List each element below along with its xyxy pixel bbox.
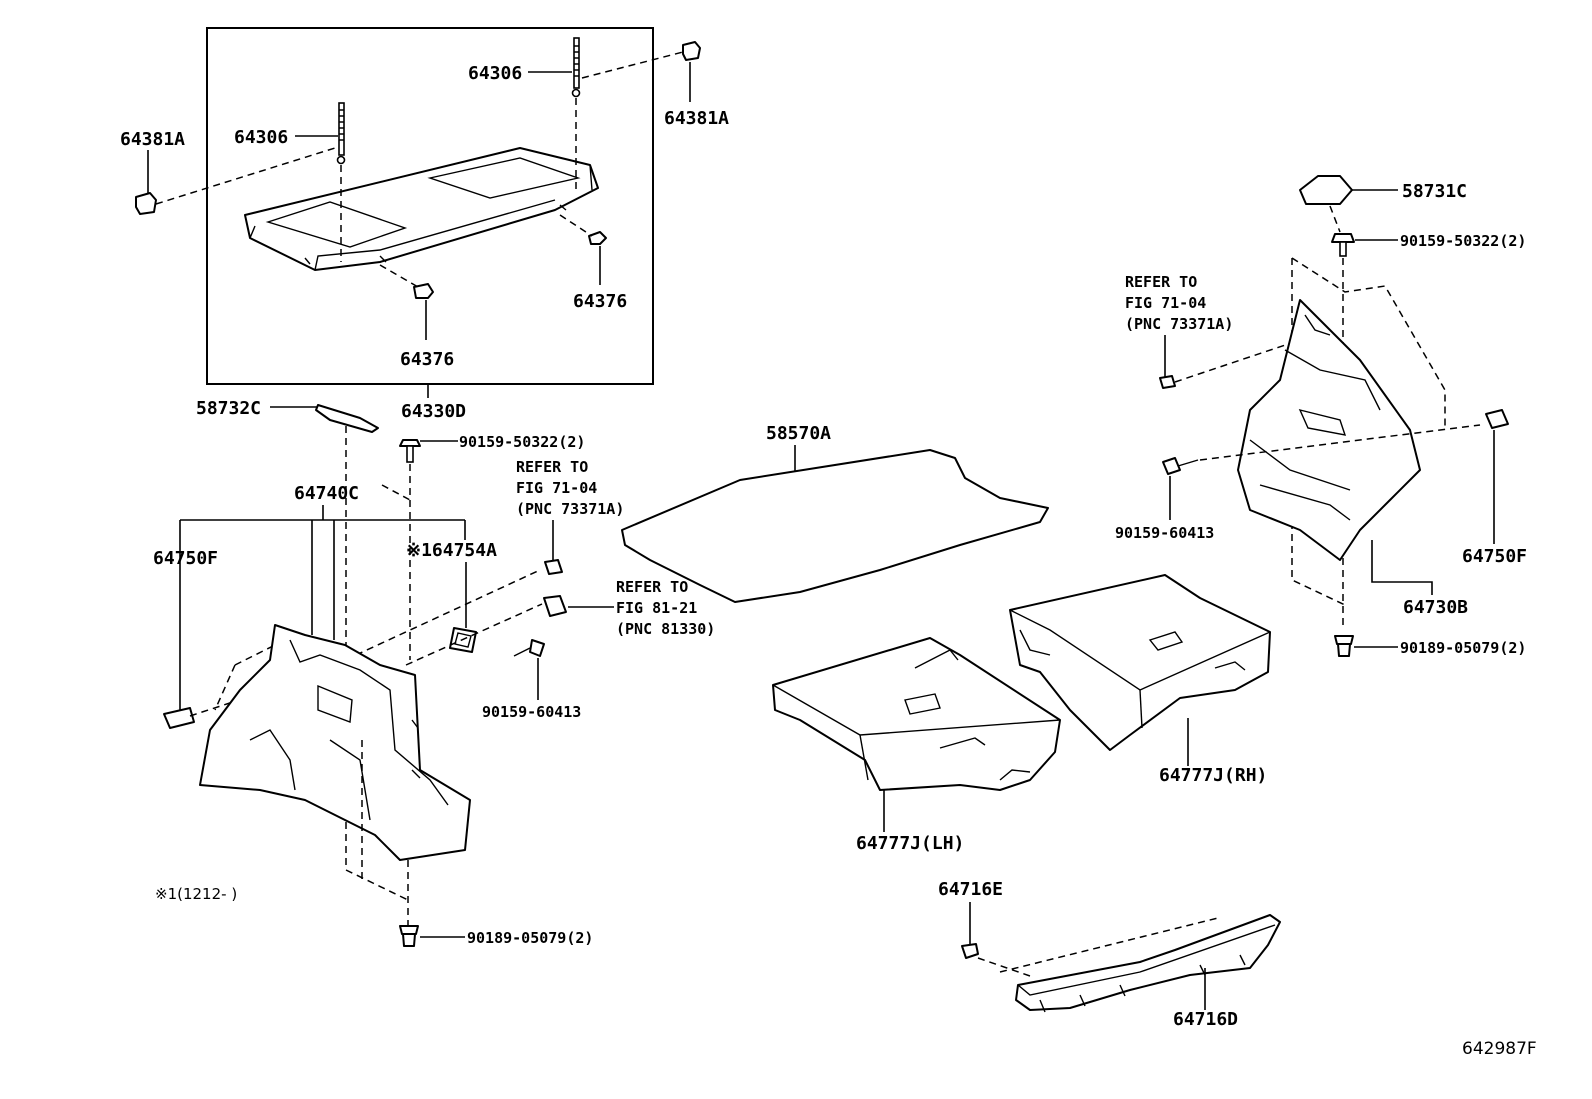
leader-bracket: [179, 505, 466, 640]
label-64381a-left: 64381A: [120, 129, 185, 150]
label-64716e: 64716E: [938, 879, 1003, 900]
label-90189-05079-right: 90189-05079(2): [1400, 639, 1526, 657]
clip-64716e: [961, 943, 979, 959]
refer-note-1-line2: FIG 71-04: [516, 479, 597, 497]
fastener-73371a-left: [544, 559, 563, 575]
label-90159-50322-right: 90159-50322(2): [1400, 232, 1526, 250]
clip-64376-right: [588, 231, 607, 245]
diagram-id: 642987F: [1462, 1039, 1537, 1059]
label-64716d: 64716D: [1173, 1009, 1238, 1030]
label-58731c: 58731C: [1402, 181, 1467, 202]
label-64730b: 64730B: [1403, 597, 1468, 618]
guide-line: [155, 147, 336, 205]
guide-line: [345, 869, 409, 901]
screw-90159-60413-left: [513, 639, 545, 657]
trunk-mat-58570a: [621, 449, 1049, 603]
guide-line: [381, 484, 411, 501]
label-64740c: 64740C: [294, 483, 359, 504]
label-64306-right: 64306: [468, 63, 522, 84]
label-64777j-rh: 64777J(RH): [1159, 765, 1267, 786]
clip-64381a-right: [682, 41, 701, 61]
label-64381a-right: 64381A: [664, 108, 729, 129]
label-64754a: ※164754A: [406, 540, 497, 561]
screw-90159-60413-right: [1162, 457, 1199, 475]
refer-note-3-line3: (PNC 81330): [616, 620, 715, 638]
leader-line: [1371, 540, 1433, 595]
luggage-box-64777j-rh: [1009, 574, 1271, 751]
package-tray-trim-part: [244, 147, 599, 271]
label-64750f-left: 64750F: [153, 548, 218, 569]
screw-90159-50322-left: [399, 439, 421, 463]
screw-90159-50322-right: [1331, 233, 1355, 257]
stud-bolt-64306-left: [336, 102, 346, 165]
label-58570a: 58570A: [766, 423, 831, 444]
stud-bolt-64306-right: [571, 37, 581, 98]
label-64306-left: 64306: [234, 127, 288, 148]
guide-line: [581, 51, 684, 79]
guide-line: [379, 264, 419, 288]
label-64376-bottom: 64376: [400, 349, 454, 370]
clip-90189-05079-left: [399, 925, 419, 947]
label-58732c: 58732C: [196, 398, 261, 419]
guide-line: [977, 917, 1219, 977]
label-90159-50322-left: 90159-50322(2): [459, 433, 585, 451]
label-64376-right: 64376: [573, 291, 627, 312]
scuff-plate-64716d: [1015, 914, 1281, 1013]
guide-line: [559, 214, 593, 237]
footnote: ※1(1212- ): [155, 885, 237, 903]
guide-line: [405, 603, 543, 666]
clip-64750f-right: [1485, 409, 1509, 429]
label-64330d: 64330D: [401, 401, 466, 422]
guide-outline: [1291, 257, 1446, 606]
label-90189-05079-left: 90189-05079(2): [467, 929, 593, 947]
refer-note-1-line1: REFER TO: [516, 458, 588, 476]
guide-line: [1329, 205, 1341, 233]
guide-line: [214, 639, 286, 711]
label-64777j-lh: 64777J(LH): [856, 833, 964, 854]
luggage-box-64777j-lh: [772, 637, 1061, 791]
fastener-81330: [543, 595, 567, 617]
fastener-73371a-right: [1159, 375, 1176, 389]
refer-note-3-line2: FIG 81-21: [616, 599, 697, 617]
clip-64376-bottom: [413, 283, 434, 299]
label-64750f-right: 64750F: [1462, 546, 1527, 567]
label-90159-60413-right: 90159-60413: [1115, 524, 1214, 542]
refer-note-2-line2: FIG 71-04: [1125, 294, 1206, 312]
clip-90189-05079-right: [1334, 635, 1354, 657]
guide-line: [355, 569, 541, 656]
package-tray-group-frame: [206, 27, 654, 385]
quarter-trim-64740c-left: [199, 624, 471, 861]
refer-note-2-line1: REFER TO: [1125, 273, 1197, 291]
cover-58731c: [1299, 175, 1353, 205]
clip-64750f-left: [163, 707, 195, 729]
bracket-58732c: [315, 404, 379, 433]
quarter-trim-64730b-right: [1237, 299, 1421, 561]
refer-note-1-line3: (PNC 73371A): [516, 500, 624, 518]
refer-note-2-line3: (PNC 73371A): [1125, 315, 1233, 333]
label-90159-60413-left: 90159-60413: [482, 703, 581, 721]
clip-64381a-left: [135, 192, 157, 215]
refer-note-3-line1: REFER TO: [616, 578, 688, 596]
